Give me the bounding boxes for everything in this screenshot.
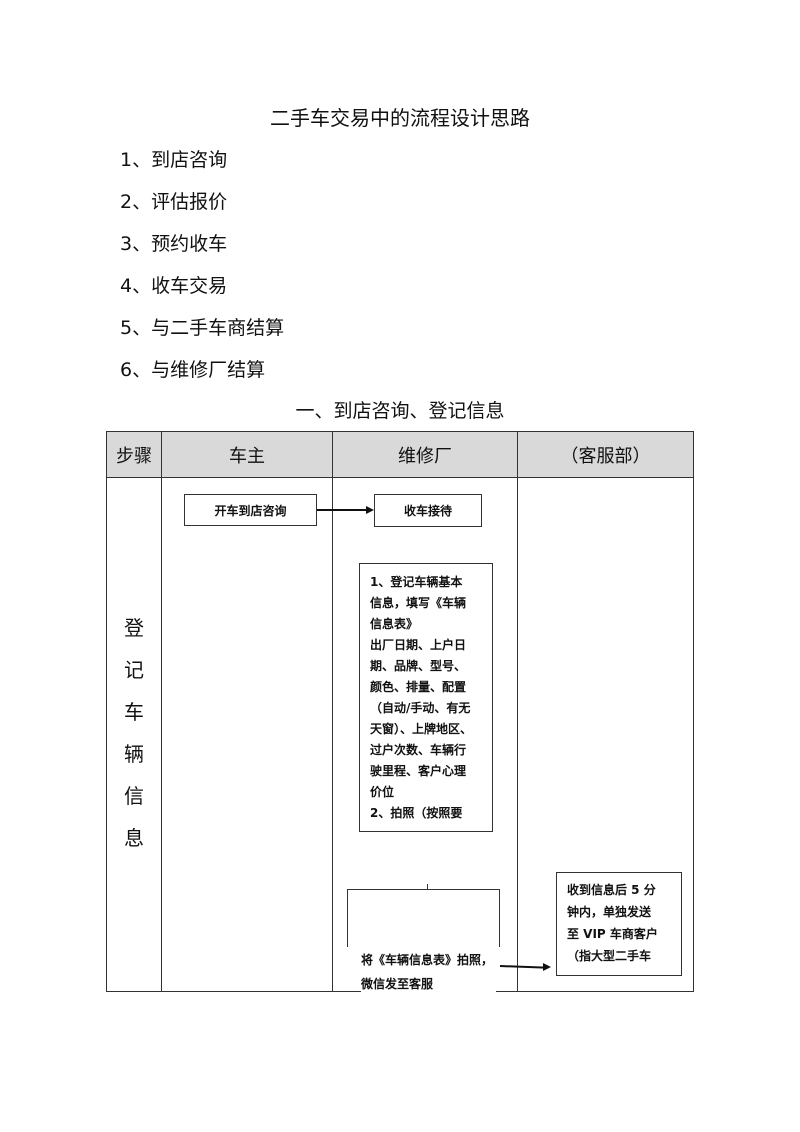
flow-arrow-head (543, 963, 551, 971)
table-header-row: 步骤 车主 维修厂 （客服部） (107, 432, 693, 478)
document-title: 二手车交易中的流程设计思路 (270, 106, 530, 130)
register-vehicle-info-box: 1、登记车辆基本 信息，填写《车辆 信息表》 出厂日期、上户日 期、品牌、型号、… (359, 563, 493, 832)
flow-arrow-line (499, 965, 545, 969)
flow-arrow-line (317, 509, 369, 511)
header-owner: 车主 (229, 445, 265, 467)
photo-wechat-note: 将《车辆信息表》拍照， 微信发至客服 (361, 948, 496, 996)
header-customer-service: （客服部） (560, 445, 651, 467)
section-title: 一、到店咨询、登记信息 (295, 400, 505, 422)
flow-arrow-head (366, 506, 374, 514)
column-divider (161, 432, 162, 991)
header-repair-shop: 维修厂 (398, 445, 452, 467)
list-item: 4、收车交易 (120, 275, 228, 297)
column-divider (517, 432, 518, 991)
repair-reception-box: 收车接待 (374, 494, 482, 527)
list-item: 1、到店咨询 (120, 149, 228, 171)
header-step: 步骤 (116, 445, 152, 467)
photo-step-box (347, 889, 500, 947)
step-label-register-vehicle-info: 登 记 车 辆 信 息 (124, 616, 144, 850)
list-item: 2、评估报价 (120, 191, 228, 213)
connector-tick (427, 884, 428, 890)
list-item: 5、与二手车商结算 (120, 317, 285, 339)
list-item: 6、与维修厂结算 (120, 359, 266, 381)
column-divider (332, 432, 333, 991)
list-item: 3、预约收车 (120, 233, 228, 255)
flow-table: 步骤 车主 维修厂 （客服部） 登 记 车 辆 信 息 开车到店咨询 收车接待 … (106, 431, 694, 996)
owner-drive-to-store-box: 开车到店咨询 (184, 494, 317, 526)
service-notify-vip-box: 收到信息后 5 分 钟内，单独发送 至 VIP 车商客户 （指大型二手车 (556, 872, 682, 976)
